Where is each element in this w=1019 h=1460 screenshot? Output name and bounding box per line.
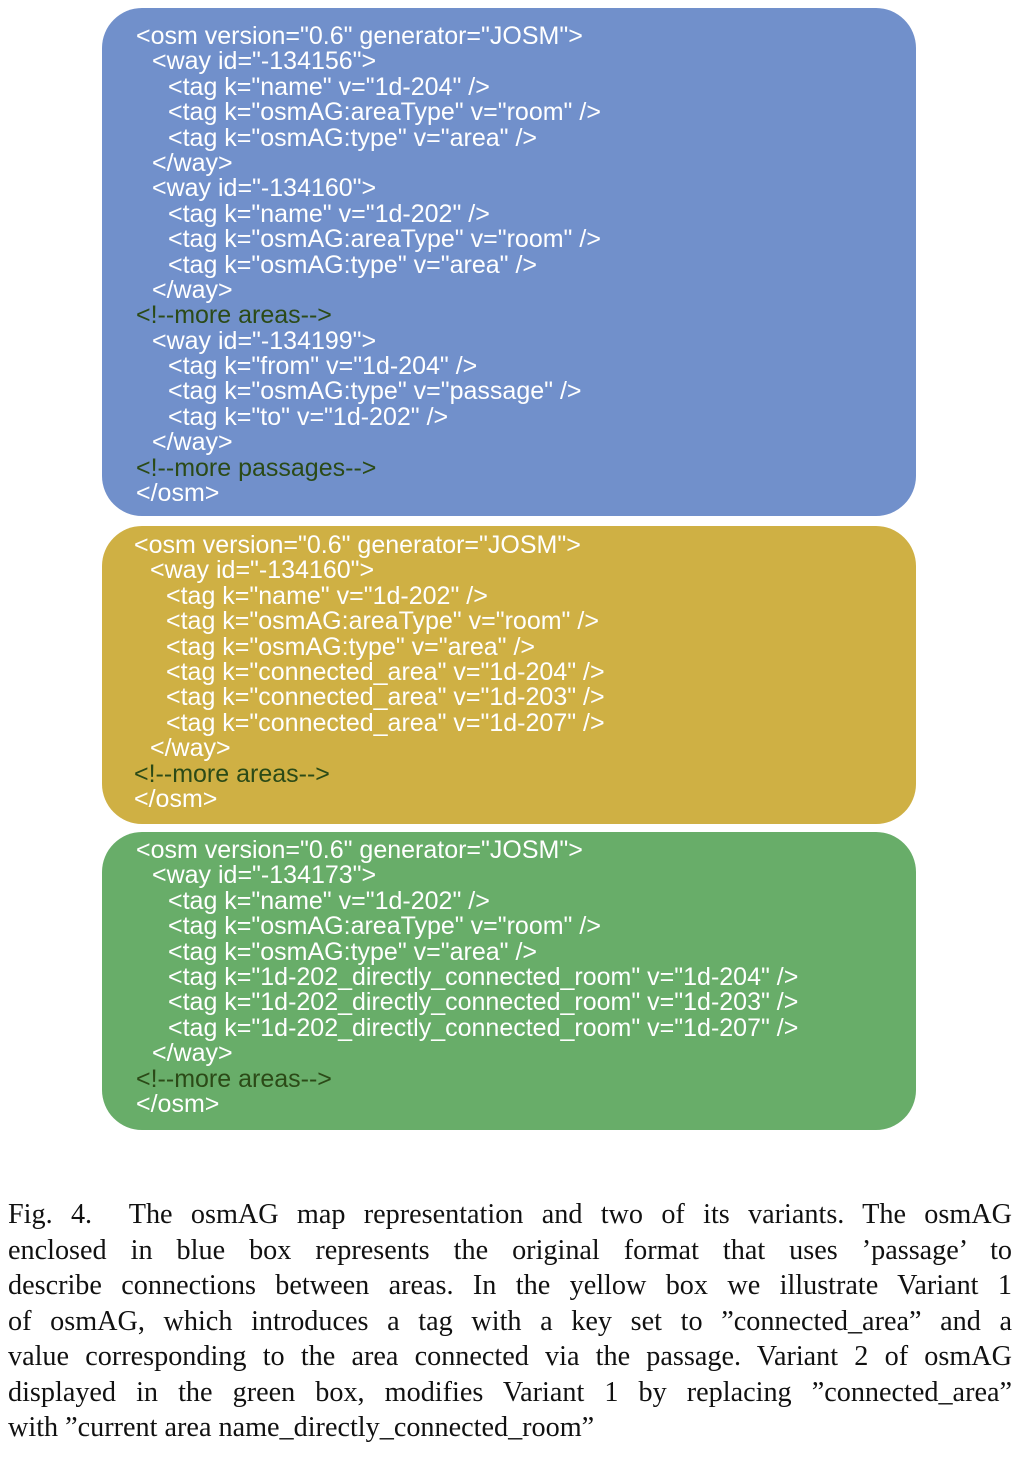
code-line: <tag k="osmAG:type" v="area" /> [166, 632, 536, 661]
code-line: </osm> [134, 784, 218, 813]
code-line: <tag k="name" v="1d-202" /> [166, 581, 488, 610]
code-line: <tag k="osmAG:areaType" v="room" /> [168, 912, 601, 941]
code-line: <way id="-134199"> [152, 326, 377, 355]
code-line: </way> [150, 734, 231, 763]
caption-line: displayed in the green box, modifies Var… [8, 1376, 1012, 1408]
caption-line: describe connections between areas. In t… [8, 1270, 1012, 1301]
code-line: <way id="-134160"> [152, 174, 377, 203]
code-line: <tag k="to" v="1d-202" /> [168, 402, 449, 431]
caption-line: enclosed in blue box represents the orig… [8, 1234, 1012, 1266]
code-line: <way id="-134160"> [150, 556, 375, 585]
code-line: <tag k="1d-202_directly_connected_room" … [168, 962, 799, 991]
code-comment-line: <!--more passages--> [136, 453, 377, 482]
code-line: </way> [152, 1039, 233, 1068]
code-line: <tag k="osmAG:type" v="passage" /> [168, 377, 582, 406]
code-line: </way> [152, 148, 233, 177]
code-comment-line: <!--more areas--> [134, 759, 330, 788]
code-line: <tag k="1d-202_directly_connected_room" … [168, 988, 799, 1017]
green-code-box: <osm version="0.6" generator="JOSM"><way… [102, 832, 916, 1130]
caption-line: Fig. 4. The osmAG map representation and… [8, 1199, 1012, 1230]
code-line: </osm> [136, 479, 220, 508]
code-line: <tag k="connected_area" v="1d-207" /> [166, 708, 605, 737]
code-line: <tag k="osmAG:areaType" v="room" /> [166, 607, 599, 636]
code-line: <tag k="name" v="1d-202" /> [168, 886, 490, 915]
code-line: <osm version="0.6" generator="JOSM"> [134, 531, 581, 559]
code-line: <tag k="name" v="1d-202" /> [168, 199, 490, 228]
caption-line: of osmAG, which introduces a tag with a … [8, 1305, 1012, 1337]
figure-caption: Fig. 4. The osmAG map representation and… [8, 1197, 1012, 1446]
code-line: <osm version="0.6" generator="JOSM"> [136, 22, 583, 50]
code-line: <tag k="osmAG:type" v="area" /> [168, 250, 538, 279]
caption-line: value corresponding to the area connecte… [8, 1341, 1012, 1372]
code-line: <way id="-134156"> [152, 47, 377, 76]
code-line: <tag k="osmAG:type" v="area" /> [168, 123, 538, 152]
code-line: </way> [152, 275, 233, 304]
code-line: <osm version="0.6" generator="JOSM"> [136, 836, 583, 864]
code-line: <way id="-134173"> [152, 861, 377, 890]
yellow-code-box: <osm version="0.6" generator="JOSM"><way… [102, 526, 916, 824]
code-line: </way> [152, 428, 233, 457]
code-line: </osm> [136, 1089, 220, 1118]
code-line: <tag k="osmAG:type" v="area" /> [168, 937, 538, 966]
code-line: <tag k="name" v="1d-204" /> [168, 72, 490, 101]
caption-line: with ”current area name_directly_connect… [8, 1412, 595, 1443]
code-comment-line: <!--more areas--> [136, 1064, 332, 1093]
code-line: <tag k="osmAG:areaType" v="room" /> [168, 98, 601, 127]
code-line: <tag k="from" v="1d-204" /> [168, 352, 478, 381]
code-line: <tag k="1d-202_directly_connected_room" … [168, 1013, 799, 1042]
code-comment-line: <!--more areas--> [136, 301, 332, 330]
code-line: <tag k="connected_area" v="1d-203" /> [166, 683, 605, 712]
blue-code-box: <osm version="0.6" generator="JOSM"><way… [102, 8, 916, 516]
code-line: <tag k="osmAG:areaType" v="room" /> [168, 225, 601, 254]
code-line: <tag k="connected_area" v="1d-204" /> [166, 657, 605, 686]
